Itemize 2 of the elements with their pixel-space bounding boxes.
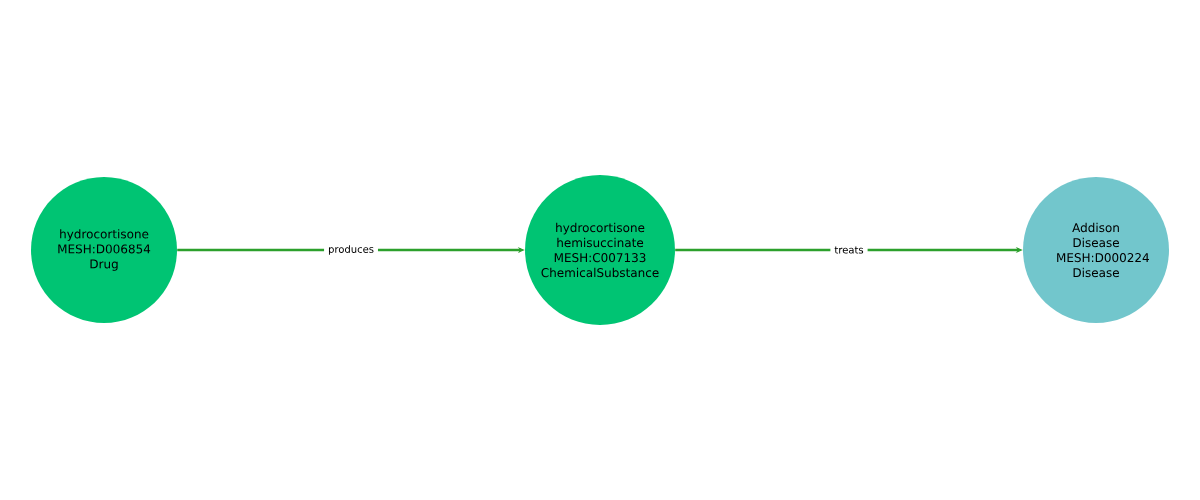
edge-label: treats: [830, 242, 868, 258]
edge-label: produces: [324, 241, 378, 259]
